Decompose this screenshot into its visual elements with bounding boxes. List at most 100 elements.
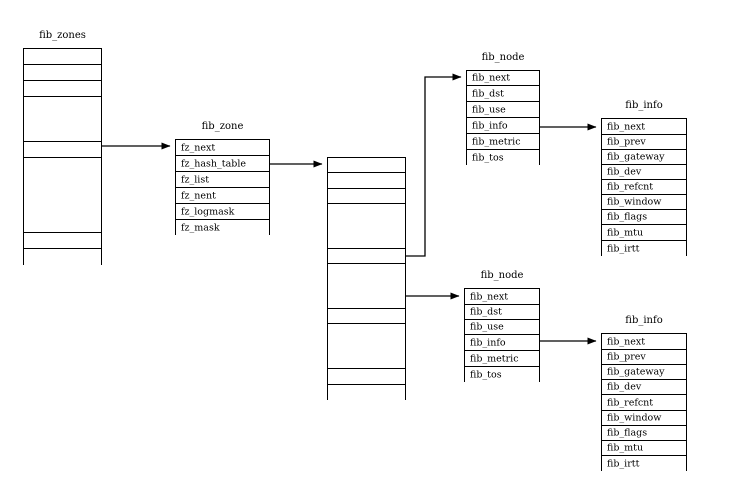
field-row-fib-mtu: fib_mtu [602, 225, 686, 241]
field-row-fib-prev: fib_prev [602, 350, 686, 365]
field-row-fib-next: fib_next [467, 71, 539, 86]
field-row-fib-info: fib_info [467, 118, 539, 134]
field-row-fib-refcnt: fib_refcnt [602, 395, 686, 411]
field-label: fib_dev [607, 381, 642, 393]
slot-row [328, 204, 405, 249]
field-row-fz-nent: fz_nent [176, 188, 269, 204]
field-label: fib_tos [472, 152, 504, 164]
field-row-fib-metric: fib_metric [467, 134, 539, 150]
slot-row [24, 233, 101, 249]
field-label: fz_next [181, 141, 216, 153]
field-row-fib-flags: fib_flags [602, 210, 686, 225]
struct-fib-hash-table [327, 139, 406, 401]
field-row-fib-prev: fib_prev [602, 135, 686, 150]
field-row-fib-flags: fib_flags [602, 426, 686, 441]
field-label: fib_use [470, 321, 504, 333]
field-label: fib_metric [470, 352, 519, 364]
field-row-fib-irtt: fib_irtt [602, 456, 686, 472]
field-label: fib_next [472, 72, 511, 84]
field-label: fib_prev [607, 136, 646, 148]
field-row-fib-dst: fib_dst [467, 86, 539, 102]
field-label: fib_metric [472, 135, 521, 147]
field-label: fib_window [607, 196, 662, 208]
field-label: fib_gateway [607, 366, 665, 378]
field-label: fib_dev [607, 166, 642, 178]
field-label: fib_flags [607, 427, 648, 439]
field-row-fib-window: fib_window [602, 195, 686, 210]
field-label: fz_mask [181, 222, 220, 234]
field-label: fib_mtu [607, 442, 644, 454]
field-label: fib_irtt [607, 243, 640, 255]
field-row-fib-next: fib_next [465, 289, 539, 305]
field-row-fib-tos: fib_tos [467, 150, 539, 166]
field-row-fib-dev: fib_dev [602, 380, 686, 395]
field-row-fib-irtt: fib_irtt [602, 241, 686, 257]
field-label: fib_next [470, 290, 509, 302]
slot-row [328, 369, 405, 385]
struct-fib-info-bottom: fib_info fib_next fib_prev fib_gateway fib_d… [601, 315, 687, 472]
field-row-fib-dev: fib_dev [602, 165, 686, 180]
field-label: fib_dst [470, 306, 502, 318]
field-label: fz_hash_table [181, 157, 247, 169]
struct-title-fib-node-top: fib_node [481, 52, 525, 63]
field-label: fib_prev [607, 351, 646, 363]
field-label: fz_list [181, 173, 210, 185]
field-label: fib_irtt [607, 458, 640, 470]
field-label: fib_use [472, 103, 506, 115]
field-label: fib_gateway [607, 151, 665, 163]
field-row-fib-tos: fib_tos [465, 367, 539, 383]
slot-row [24, 97, 101, 142]
struct-title-fib-node-bottom: fib_node [480, 270, 524, 281]
field-row-fib-mtu: fib_mtu [602, 441, 686, 456]
field-row-fib-use: fib_use [465, 320, 539, 335]
field-row-fib-use: fib_use [467, 102, 539, 118]
field-label: fib_tos [470, 369, 502, 381]
field-label: fib_window [607, 412, 662, 424]
field-label: fib_flags [607, 211, 648, 223]
field-label: fib_mtu [607, 226, 644, 238]
slot-row [24, 142, 101, 158]
field-row-fib-gateway: fib_gateway [602, 365, 686, 380]
field-row-fz-list: fz_list [176, 172, 269, 188]
slot-row [24, 49, 101, 65]
field-row-fz-hash-table: fz_hash_table [176, 156, 269, 172]
slot-row [328, 385, 405, 401]
field-row-fib-metric: fib_metric [465, 351, 539, 367]
field-row-fib-gateway: fib_gateway [602, 150, 686, 165]
field-row-fz-mask: fz_mask [176, 220, 269, 236]
struct-fib-zones: fib_zones [23, 30, 102, 266]
field-label: fib_next [607, 120, 646, 132]
field-label: fib_next [607, 335, 646, 347]
struct-box-fib-info-bottom: fib_next fib_prev fib_gateway fib_dev fib_re… [601, 333, 687, 472]
struct-box-fib-zones [23, 48, 102, 266]
slot-row [328, 249, 405, 264]
slot-row [24, 81, 101, 97]
field-row-fib-next: fib_next [602, 119, 686, 135]
field-row-fib-dst: fib_dst [465, 305, 539, 320]
field-label: fib_info [470, 336, 506, 348]
field-row-fib-info: fib_info [465, 335, 539, 351]
slot-row [328, 158, 405, 173]
struct-box-fib-info-top: fib_next fib_prev fib_gateway fib_dev fib_re… [601, 118, 687, 257]
struct-box-fib-hash-table [327, 157, 406, 401]
slot-row [328, 309, 405, 324]
field-label: fz_logmask [181, 205, 235, 217]
slot-row [24, 65, 101, 81]
struct-title-fib-info-bottom: fib_info [625, 315, 663, 326]
slot-row [328, 324, 405, 369]
connector-hashtable-to-node-top [406, 73, 462, 257]
field-row-fz-logmask: fz_logmask [176, 204, 269, 220]
field-row-fib-next: fib_next [602, 334, 686, 350]
slot-row [24, 158, 101, 233]
slot-row [328, 173, 405, 189]
slot-row [24, 249, 101, 266]
field-row-fib-window: fib_window [602, 411, 686, 426]
field-label: fib_info [472, 119, 508, 131]
field-label: fib_refcnt [607, 181, 654, 193]
struct-box-fib-node-bottom: fib_next fib_dst fib_use fib_info fib_metric… [464, 288, 540, 383]
field-row-fib-refcnt: fib_refcnt [602, 180, 686, 195]
